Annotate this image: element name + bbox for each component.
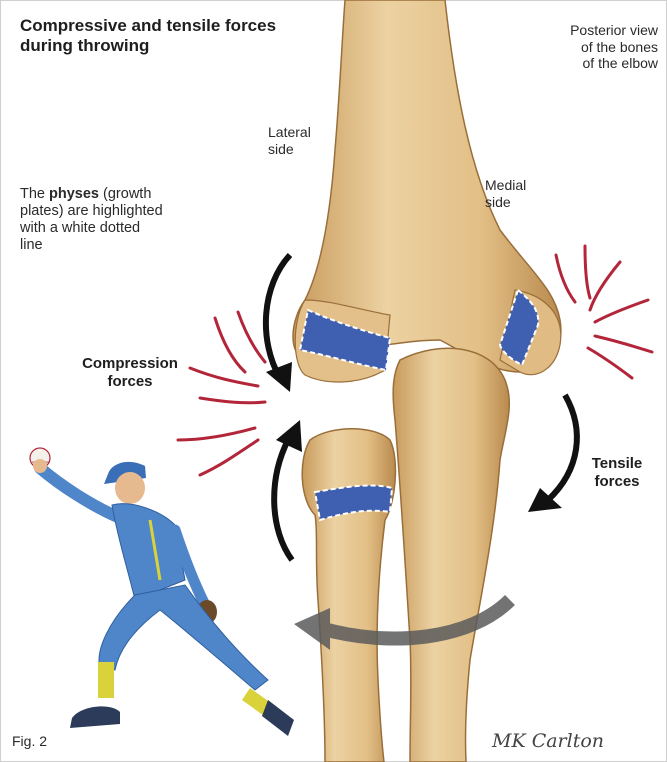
view-label: Posterior view of the bones of the elbow — [520, 22, 658, 72]
lateral-side-label: Lateral side — [268, 124, 338, 157]
tensile-arrow — [528, 395, 577, 512]
physes-prefix: The — [20, 186, 49, 202]
medial-side-label: Medial side — [485, 177, 555, 210]
figure-number: Fig. 2 — [12, 733, 47, 750]
tensile-label-line-1: Tensile — [578, 455, 656, 473]
pitcher-torso — [112, 504, 185, 600]
tensile-label-line-2: forces — [578, 473, 656, 491]
pitcher-shoe-left — [70, 706, 120, 728]
compression-label-line-2: forces — [68, 373, 192, 391]
compression-label-line-1: Compression — [68, 355, 192, 373]
pitcher-head — [115, 472, 145, 504]
view-label-line-3: of the elbow — [520, 55, 658, 72]
tensile-forces-label: Tensile forces — [578, 455, 656, 490]
lateral-label-line-2: side — [268, 141, 338, 158]
physes-bold-term: physes — [49, 186, 99, 202]
figure-title: Compressive and tensile forces during th… — [20, 16, 340, 56]
compression-arrows — [266, 255, 302, 560]
ulna-bone — [393, 348, 509, 762]
view-label-line-2: of the bones — [520, 39, 658, 56]
physes-rest: (growth — [99, 186, 151, 202]
pitcher-figure — [30, 448, 294, 736]
radius-bone — [302, 429, 395, 762]
view-label-line-1: Posterior view — [520, 22, 658, 39]
physes-note: The physes (growth plates) are highlight… — [20, 186, 210, 254]
compression-force-lines — [178, 312, 265, 475]
medial-label-line-2: side — [485, 194, 555, 211]
title-line-1: Compressive and tensile forces — [20, 16, 340, 36]
physes-note-line-3: with a white dotted — [20, 220, 210, 237]
medial-label-line-1: Medial — [485, 177, 555, 194]
tensile-force-lines — [556, 246, 652, 378]
artist-signature: MK Carlton — [492, 730, 604, 752]
lateral-label-line-1: Lateral — [268, 124, 338, 141]
physes-note-line-4: line — [20, 237, 210, 254]
pitcher-legs — [99, 585, 268, 690]
physes-note-line-1: The physes (growth — [20, 186, 210, 203]
title-line-2: during throwing — [20, 36, 340, 56]
pitcher-sock-left — [98, 662, 114, 698]
compression-forces-label: Compression forces — [68, 355, 192, 390]
pitcher-shoe-right — [262, 700, 294, 736]
physes-note-line-2: plates) are highlighted — [20, 203, 210, 220]
